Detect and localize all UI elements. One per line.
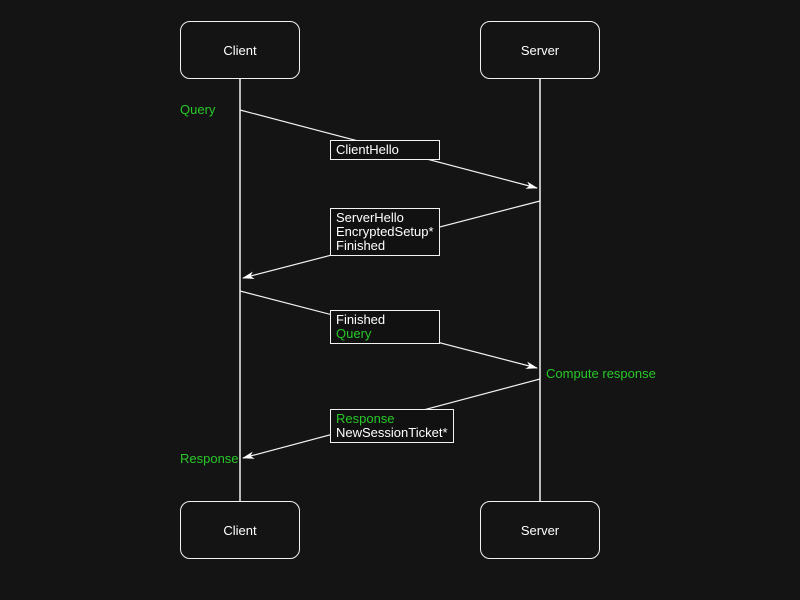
message-line: Query: [336, 326, 372, 341]
message-label-clienthello: ClientHello: [330, 140, 440, 160]
annotation-response: Response: [180, 451, 239, 466]
message-label-finished-query: Finished Query: [330, 310, 440, 344]
message-label-serverhello: ServerHello EncryptedSetup* Finished: [330, 208, 440, 256]
message-line: Finished: [336, 238, 386, 253]
annotation-query: Query: [180, 102, 216, 117]
actor-client-bottom: Client: [180, 501, 300, 559]
annotation-compute-response: Compute response: [546, 366, 656, 381]
message-line: EncryptedSetup*: [336, 224, 434, 239]
message-line: NewSessionTicket*: [336, 425, 448, 440]
actor-server-bottom: Server: [480, 501, 600, 559]
message-line: ClientHello: [336, 142, 399, 157]
actor-server-top: Server: [480, 21, 600, 79]
message-line: Finished: [336, 312, 386, 327]
message-label-response-ticket: Response NewSessionTicket*: [330, 409, 454, 443]
message-line: ServerHello: [336, 210, 404, 225]
message-line: Response: [336, 411, 395, 426]
actor-client-top: Client: [180, 21, 300, 79]
